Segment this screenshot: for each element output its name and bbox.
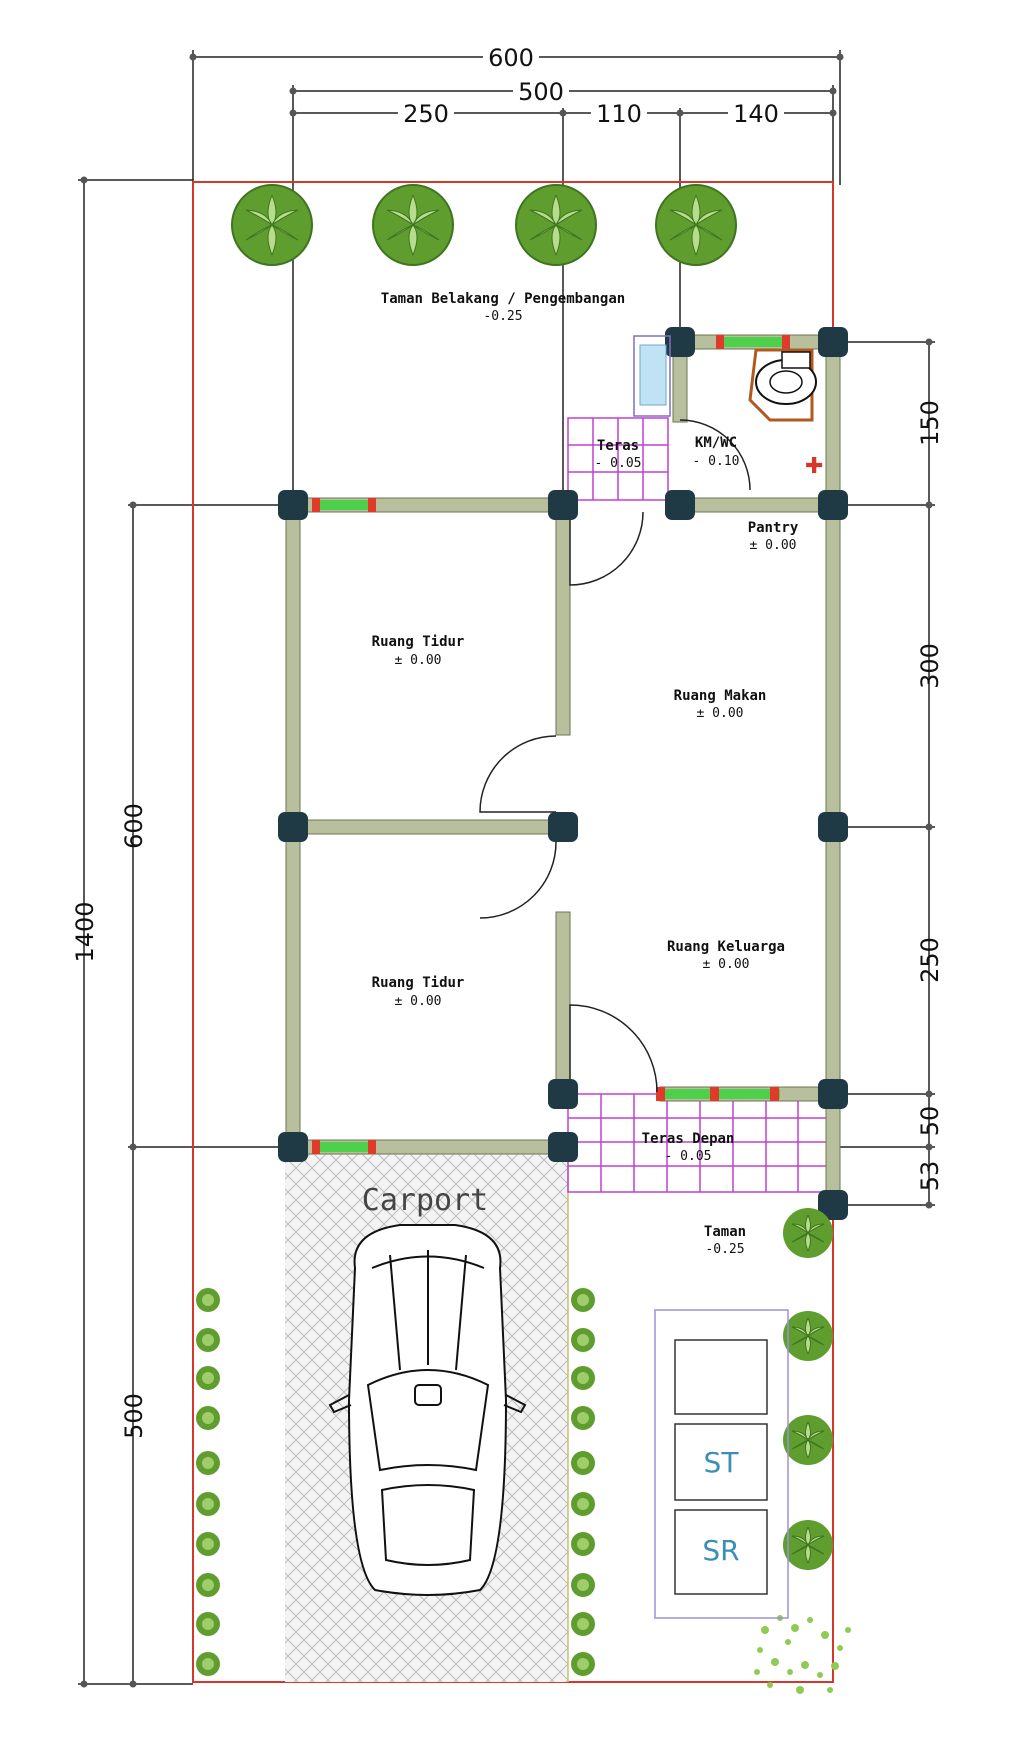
teras-tiles xyxy=(567,417,669,501)
label-ruang-tidur-1: Ruang Tidur xyxy=(372,634,465,650)
label-ruang-keluarga: Ruang Keluarga xyxy=(667,939,785,955)
shrub-row-left xyxy=(196,1288,220,1676)
meter-box-st xyxy=(674,1423,768,1501)
sink-icon xyxy=(633,335,671,417)
dim-right-2: 300 xyxy=(916,643,944,689)
level-ruang-tidur-2: ± 0.00 xyxy=(395,994,442,1009)
dim-top-total: 600 xyxy=(488,44,534,72)
level-teras: - 0.05 xyxy=(595,456,642,471)
room-labels: Taman Belakang / Pengembangan -0.25 Tera… xyxy=(362,291,799,1257)
dim-left-lower: 500 xyxy=(120,1393,148,1439)
dim-left-upper: 600 xyxy=(120,803,148,849)
label-pantry: Pantry xyxy=(748,520,799,536)
dim-right-1: 150 xyxy=(916,400,944,446)
car-icon xyxy=(328,1224,527,1596)
drain-icon: ✚ xyxy=(805,454,823,479)
meter-box-top xyxy=(674,1339,768,1415)
level-taman-belakang: -0.25 xyxy=(483,309,522,324)
dimension-ticks xyxy=(80,53,933,1688)
ground-cover-icon xyxy=(754,1615,851,1694)
shrub-row-right xyxy=(571,1288,595,1676)
dim-right-3: 250 xyxy=(916,937,944,983)
label-teras: Teras xyxy=(597,438,639,454)
label-carport: Carport xyxy=(362,1183,488,1218)
meter-enclosure xyxy=(654,1309,789,1619)
dim-top-seg3: 140 xyxy=(733,100,779,128)
toilet-icon xyxy=(748,348,817,422)
label-kmwc: KM/WC xyxy=(695,435,737,451)
dim-top-inner: 500 xyxy=(518,78,564,106)
dim-left-total: 1400 xyxy=(71,901,99,962)
label-teras-depan: Teras Depan xyxy=(642,1131,735,1147)
dim-right-4: 50 xyxy=(916,1106,944,1137)
dimension-lines xyxy=(78,50,935,1685)
doors xyxy=(479,419,751,1093)
level-ruang-tidur-1: ± 0.00 xyxy=(395,653,442,668)
windows xyxy=(312,335,790,1154)
level-ruang-makan: ± 0.00 xyxy=(697,706,744,721)
label-ruang-makan: Ruang Makan xyxy=(674,688,767,704)
level-taman: -0.25 xyxy=(705,1242,744,1257)
meter-sr-label: SR xyxy=(702,1534,739,1567)
dim-top-seg1: 250 xyxy=(403,100,449,128)
level-teras-depan: - 0.05 xyxy=(665,1149,712,1164)
label-taman-belakang: Taman Belakang / Pengembangan xyxy=(381,291,625,307)
label-ruang-tidur-2: Ruang Tidur xyxy=(372,975,465,991)
dim-right-5: 53 xyxy=(916,1161,944,1192)
dimension-labels: 600 500 250 110 140 1400 600 500 150 300… xyxy=(71,42,944,1439)
level-ruang-keluarga: ± 0.00 xyxy=(703,957,750,972)
dim-top-seg2: 110 xyxy=(596,100,642,128)
meter-st-label: ST xyxy=(704,1446,740,1479)
level-pantry: ± 0.00 xyxy=(750,538,797,553)
level-kmwc: - 0.10 xyxy=(693,454,740,469)
meter-box-sr xyxy=(674,1509,768,1595)
label-taman: Taman xyxy=(704,1224,746,1240)
